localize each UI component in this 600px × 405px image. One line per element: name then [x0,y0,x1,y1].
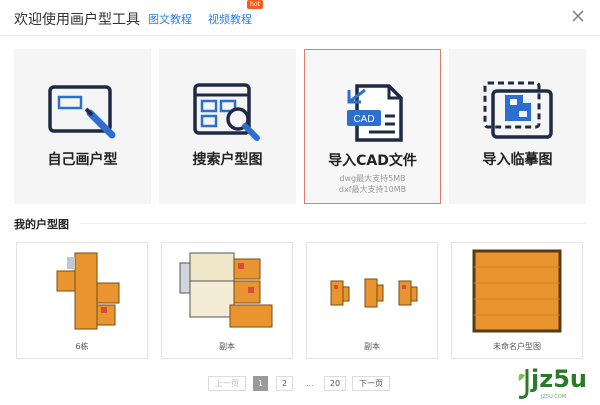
page-1-button[interactable]: 1 [253,376,268,391]
page-20-button[interactable]: 20 [324,376,346,391]
leaf-logo-icon [518,369,529,399]
dialog-title: 欢迎使用画户型工具 [14,12,140,28]
pagination: 上一页 1 2 ... 20 下一页 [0,376,600,392]
import-cad-label: 导入CAD文件 [328,153,417,169]
floorplan-item[interactable]: 未命名户型图 [451,242,583,359]
my-floorplans-title: 我的户型图 [14,218,69,231]
floorplan-item[interactable]: 副本 [306,242,438,359]
dialog-header: 欢迎使用画户型工具 图文教程 视频教程 hot [0,0,600,36]
graphic-tutorial-link[interactable]: 图文教程 [148,13,192,26]
draw-floorplan-icon [48,85,116,139]
floorplan-name: 未命名户型图 [493,342,541,351]
floorplan-thumbnail [330,278,418,308]
dwg-size-note: dwg最大支持5MB [339,174,406,183]
draw-floorplan-card[interactable]: 自己画户型 [14,49,151,204]
next-page-button[interactable]: 下一页 [352,376,390,391]
close-icon[interactable] [570,8,586,24]
floorplan-name: 副本 [364,342,380,351]
import-cad-card[interactable]: CAD 导入CAD文件 dwg最大支持5MB dxf最大支持10MB [304,49,441,204]
section-divider [80,223,586,224]
draw-floorplan-label: 自己画户型 [47,152,118,168]
import-trace-label: 导入临摹图 [482,152,553,168]
import-trace-card[interactable]: 导入临摹图 [449,49,586,204]
search-floorplan-card[interactable]: 搜索户型图 [159,49,296,204]
page-ellipsis: ... [306,379,314,388]
hot-badge: hot [247,0,263,9]
floorplan-item[interactable]: 6栋 [16,242,148,359]
floorplan-item[interactable]: 副本 [161,242,293,359]
search-floorplan-label: 搜索户型图 [192,152,263,168]
dxf-size-note: dxf最大支持10MB [338,185,407,194]
page-2-button[interactable]: 2 [276,376,293,391]
cad-file-icon: CAD [347,84,403,142]
logo-subtext: JZ5U.COM [541,394,567,400]
floorplan-name: 6栋 [75,342,89,351]
floorplan-thumbnail [472,249,562,333]
floorplan-list: 6栋 副本 副本 [14,242,587,362]
floorplan-thumbnail [179,252,273,328]
action-cards: 自己画户型 搜索户型图 CAD 导入CAD文件 dwg最大支持5MB dxf最 [14,49,587,204]
import-trace-icon [483,81,553,139]
floorplan-thumbnail [56,252,120,330]
site-logo: jz5u JZ5U.COM [515,363,595,403]
prev-page-button[interactable]: 上一页 [208,376,246,391]
video-tutorial-link[interactable]: 视频教程 [208,13,252,26]
search-floorplan-icon [193,83,260,141]
floorplan-name: 副本 [219,342,235,351]
logo-text: jz5u [531,365,587,393]
cad-icon-text: CAD [353,114,374,125]
